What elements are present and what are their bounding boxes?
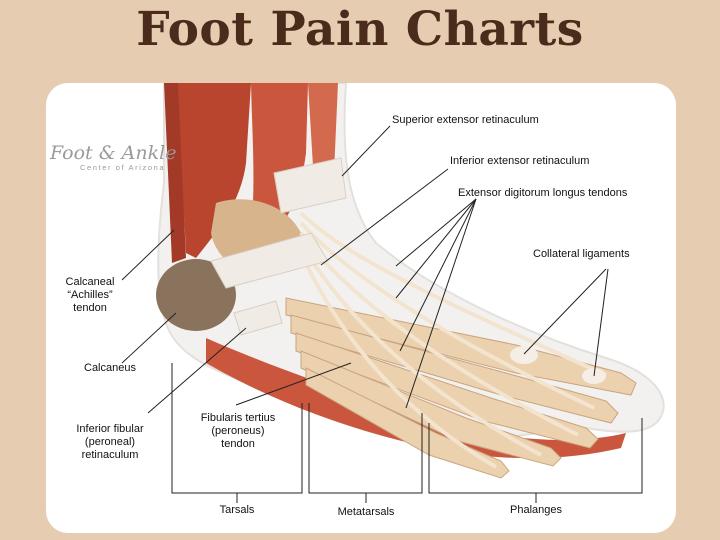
label-superior-extensor-retinaculum: Superior extensor retinaculum [392,114,539,127]
label-achilles-tendon: Calcaneal “Achilles” tendon [50,276,130,315]
logo-name: Foot & Ankle [50,143,190,163]
achilles-line-3: tendon [50,302,130,315]
page-title: Foot Pain Charts [0,2,720,57]
fibularis-line-2: (peroneus) [188,425,288,438]
clinic-logo: Foot & Ankle Center of Arizona [50,143,190,172]
inferior-fibular-line-2: (peroneal) [60,436,160,449]
label-inferior-fibular-retinaculum: Inferior fibular (peroneal) retinaculum [60,423,160,462]
label-tarsals: Tarsals [207,504,267,517]
label-collateral-ligaments: Collateral ligaments [533,248,630,261]
fibularis-line-3: tendon [188,438,288,451]
label-phalanges: Phalanges [496,504,576,517]
logo-subtitle: Center of Arizona [80,163,190,172]
label-extensor-digitorum-longus-tendons: Extensor digitorum longus tendons [458,187,627,200]
label-fibularis-tertius-tendon: Fibularis tertius (peroneus) tendon [188,412,288,451]
fibularis-line-1: Fibularis tertius [188,412,288,425]
label-calcaneus: Calcaneus [84,362,136,375]
label-metatarsals: Metatarsals [326,506,406,519]
achilles-line-1: Calcaneal [50,276,130,289]
inferior-fibular-line-1: Inferior fibular [60,423,160,436]
achilles-line-2: “Achilles” [50,289,130,302]
collateral-ligament-1 [510,346,538,364]
anatomy-card: Foot & Ankle Center of Arizona Superior … [46,83,676,533]
inferior-fibular-line-3: retinaculum [60,449,160,462]
label-inferior-extensor-retinaculum: Inferior extensor retinaculum [450,155,589,168]
